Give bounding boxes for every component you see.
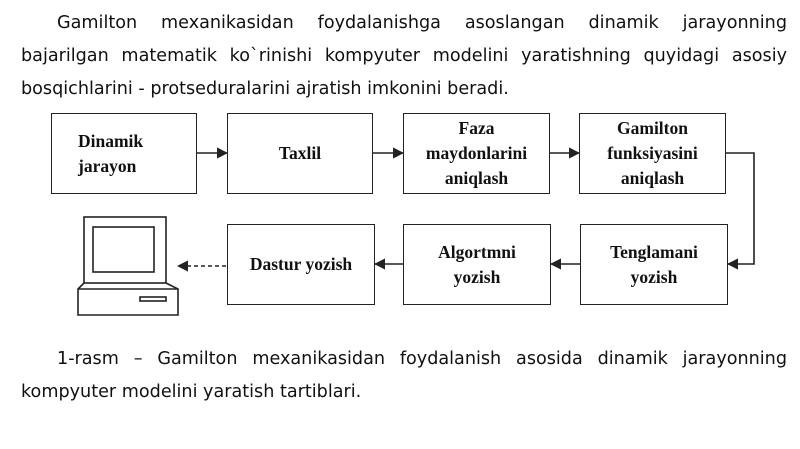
step-faza-maydonlarini-aniqlash: Faza maydonlarini aniqlash — [403, 113, 550, 194]
intro-paragraph: Gamilton mexanikasidan foydalanishga aso… — [21, 13, 787, 99]
arrow-4-5 — [726, 152, 755, 270]
computer-icon — [77, 216, 179, 316]
step-taxlil: Taxlil — [227, 113, 373, 194]
step-tenglamani-yozish: Tenglamani yozish — [580, 224, 728, 305]
step-dinamik-jarayon: Dinamik jarayon — [51, 113, 197, 194]
step-dastur-yozish: Dastur yozish — [227, 224, 375, 305]
step-gamilton-funksiyasini-aniqlash: Gamilton funksiyasini aniqlash — [579, 113, 726, 194]
figure-caption: 1-rasm – Gamilton mexanikasidan foydalan… — [21, 349, 787, 402]
step-algortmni-yozish: Algortmni yozish — [403, 224, 551, 305]
